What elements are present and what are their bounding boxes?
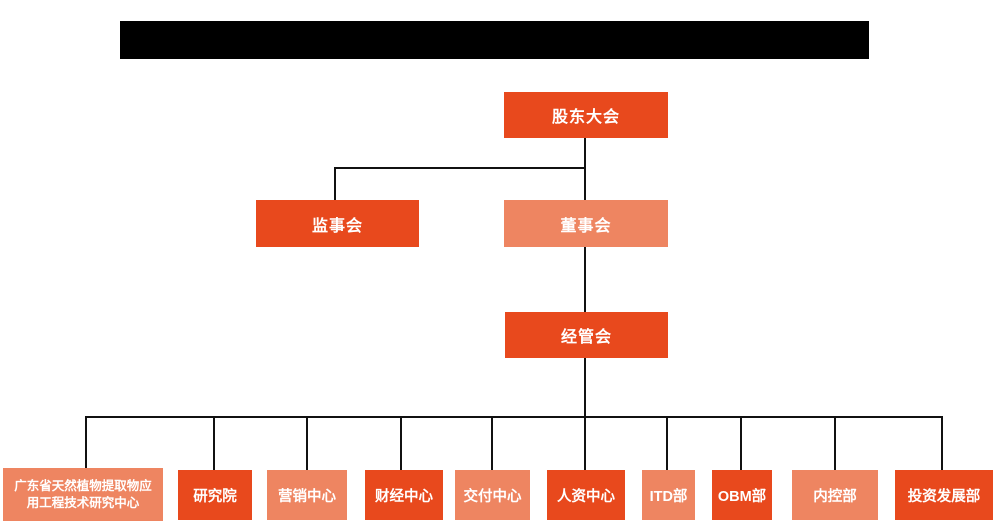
node-label: 交付中心: [463, 488, 522, 505]
node-label: 投资发展部: [907, 488, 981, 505]
node-dept-internal-control: 内控部: [792, 470, 878, 520]
connector-root-down: [584, 138, 586, 200]
node-label: ITD部: [649, 488, 688, 505]
node-dept-hr-center: 人资中心: [547, 470, 625, 520]
connector-drop-dept-7: [666, 416, 668, 470]
node-label: 内控部: [813, 488, 857, 505]
connector-board-to-management: [584, 247, 586, 312]
connector-management-down: [584, 358, 586, 418]
node-dept-itd: ITD部: [642, 470, 695, 520]
node-label: 营销中心: [278, 488, 336, 505]
node-dept-obm: OBM部: [712, 470, 772, 520]
connector-drop-dept-10: [941, 416, 943, 470]
node-label: 人资中心: [557, 488, 615, 505]
node-label: 财经中心: [375, 488, 433, 505]
node-dept-investment-development: 投资发展部: [895, 470, 993, 520]
node-label: 广东省天然植物提取物应用工程技术研究中心: [14, 478, 152, 510]
connector-drop-dept-9: [834, 416, 836, 470]
connector-drop-dept-8: [740, 416, 742, 470]
node-label: 经管会: [560, 329, 612, 346]
node-label: 董事会: [560, 217, 612, 235]
node-board-of-directors: 董事会: [504, 200, 668, 247]
node-label: 研究院: [193, 488, 237, 505]
node-supervisory-board: 监事会: [256, 200, 419, 247]
node-label: OBM部: [717, 488, 767, 505]
connector-branch-horizontal-bottom: [85, 416, 943, 418]
connector-drop-dept-6: [584, 416, 586, 470]
node-label: 监事会: [311, 217, 363, 235]
node-dept-finance-center: 财经中心: [365, 470, 443, 520]
connector-drop-dept-4: [400, 416, 402, 470]
connector-to-supervisory: [334, 167, 336, 200]
node-dept-research-institute: 研究院: [178, 470, 252, 520]
connector-drop-dept-1: [85, 416, 87, 470]
connector-drop-dept-5: [491, 416, 493, 470]
node-dept-marketing-center: 营销中心: [267, 470, 347, 520]
node-shareholders-meeting: 股东大会: [504, 92, 668, 138]
node-dept-research-center: 广东省天然植物提取物应用工程技术研究中心: [3, 468, 163, 521]
node-dept-delivery-center: 交付中心: [455, 470, 530, 520]
connector-drop-dept-2: [213, 416, 215, 470]
redacted-title-bar: [120, 21, 869, 59]
connector-branch-horizontal-top: [334, 167, 586, 169]
node-management-committee: 经管会: [505, 312, 668, 358]
connector-drop-dept-3: [306, 416, 308, 470]
node-label: 股东大会: [551, 109, 620, 126]
